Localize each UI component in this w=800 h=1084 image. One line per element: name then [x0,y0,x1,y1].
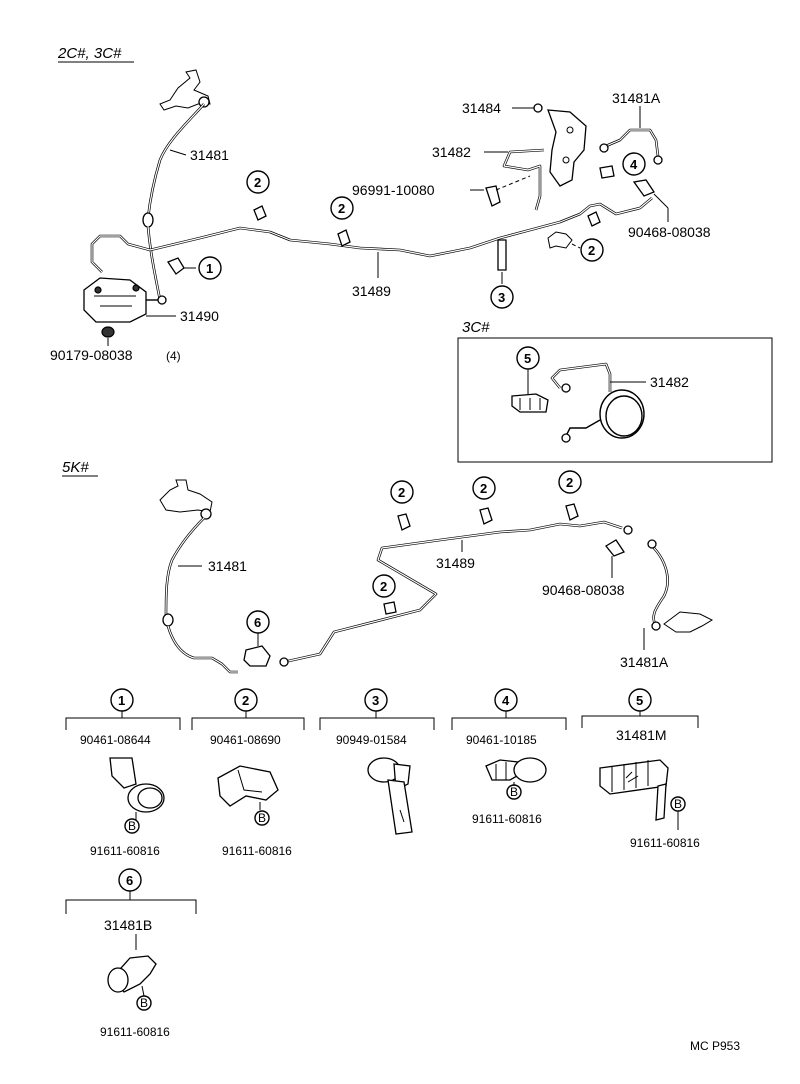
legend-num-2: 2 [242,693,249,708]
bolt-symbol-2: B [258,811,266,825]
callout-6-bot: 6 [254,615,261,630]
legend-part-6: 31481B [104,917,152,933]
legend-bolt-6: 91611-60816 [100,1025,170,1039]
legend-num-5: 5 [636,693,643,708]
label-31482: 31482 [432,144,471,160]
header-2c-3c: 2C#, 3C# [57,45,122,62]
callout-5-inset: 5 [524,351,531,366]
callout-4-top: 4 [630,157,638,172]
label-31481A-5k: 31481A [620,654,669,670]
bolt-symbol-1: B [128,819,136,833]
header-3c: 3C# [462,319,490,336]
label-31489-5k: 31489 [436,555,475,571]
legend-part-4: 90461-10185 [466,733,537,747]
label-90179: 90179-08038 [50,347,133,363]
legend-item-6: 6 31481B B 91611-60816 [65,868,197,1039]
legend-bolt-5: 91611-60816 [630,836,700,850]
callout-2-bot-c: 2 [566,475,573,490]
legend-num-4: 4 [502,693,510,708]
nut-90179 [101,326,115,338]
legend-bolt-2: 91611-60816 [222,844,292,858]
label-31482-inset: 31482 [650,374,689,390]
callout-1-top: 1 [206,261,213,276]
diagram-code: MC P953 [690,1039,740,1053]
legend-num-1: 1 [118,693,125,708]
bracket-31484 [547,109,587,187]
legend-item-3: 3 90949-01584 [319,688,435,835]
legend-part-2: 90461-08690 [210,733,281,747]
callout-2-top-b: 2 [338,201,345,216]
legend-part-1: 90461-08644 [80,733,151,747]
label-31490: 31490 [180,308,219,324]
label-90179-qty: (4) [166,349,181,363]
bolt-symbol-4: B [510,785,518,799]
header-5k: 5K# [62,459,89,476]
body-bracket [159,69,211,111]
callout-2-top-a: 2 [254,175,261,190]
bolt-symbol-6: B [140,996,148,1010]
legend-bolt-1: 91611-60816 [90,844,160,858]
legend-item-4: 4 90461-10185 B 91611-60816 [451,688,567,826]
label-90468-top: 90468-08038 [628,224,711,240]
legend-part-5: 31481M [616,727,667,743]
inset-3c: 3C# 5 31482 [457,319,773,463]
callout-3-top: 3 [498,290,505,305]
callout-2-bot-d: 2 [380,579,387,594]
section-2c-3c: 2C#, 3C# 31481 31489 31490 90179- [50,45,711,363]
hose-31481-5k [164,517,205,617]
legend-part-3: 90949-01584 [336,733,407,747]
label-90468-5k: 90468-08038 [542,582,625,598]
legend-item-5: 5 31481M B 91611-60816 [581,688,700,850]
label-31481: 31481 [190,147,229,163]
callout-2-bot-a: 2 [398,485,405,500]
legend-num-3: 3 [372,693,379,708]
section-5k: 5K# 31481 31489 2 2 2 2 6 [62,459,714,674]
valve-31490 [83,277,167,323]
label-31489: 31489 [352,283,391,299]
legend-bolt-4: 91611-60816 [472,812,542,826]
callout-2-top-c: 2 [588,243,595,258]
callout-2-bot-b: 2 [480,481,487,496]
legend-item-1: 1 90461-08644 B 91611-60816 [65,688,181,858]
label-31481A-top: 31481A [612,90,661,106]
legend-clips: 1 90461-08644 B 91611-60816 2 90461-0869… [65,688,700,1039]
legend-num-6: 6 [126,873,133,888]
coiled-tube-31482 [550,362,645,443]
legend-item-2: 2 90461-08690 B 91611-60816 [191,688,305,858]
label-31484: 31484 [462,100,501,116]
bolt-symbol-5: B [674,797,682,811]
label-31481-5k: 31481 [208,558,247,574]
label-96991: 96991-10080 [352,182,435,198]
